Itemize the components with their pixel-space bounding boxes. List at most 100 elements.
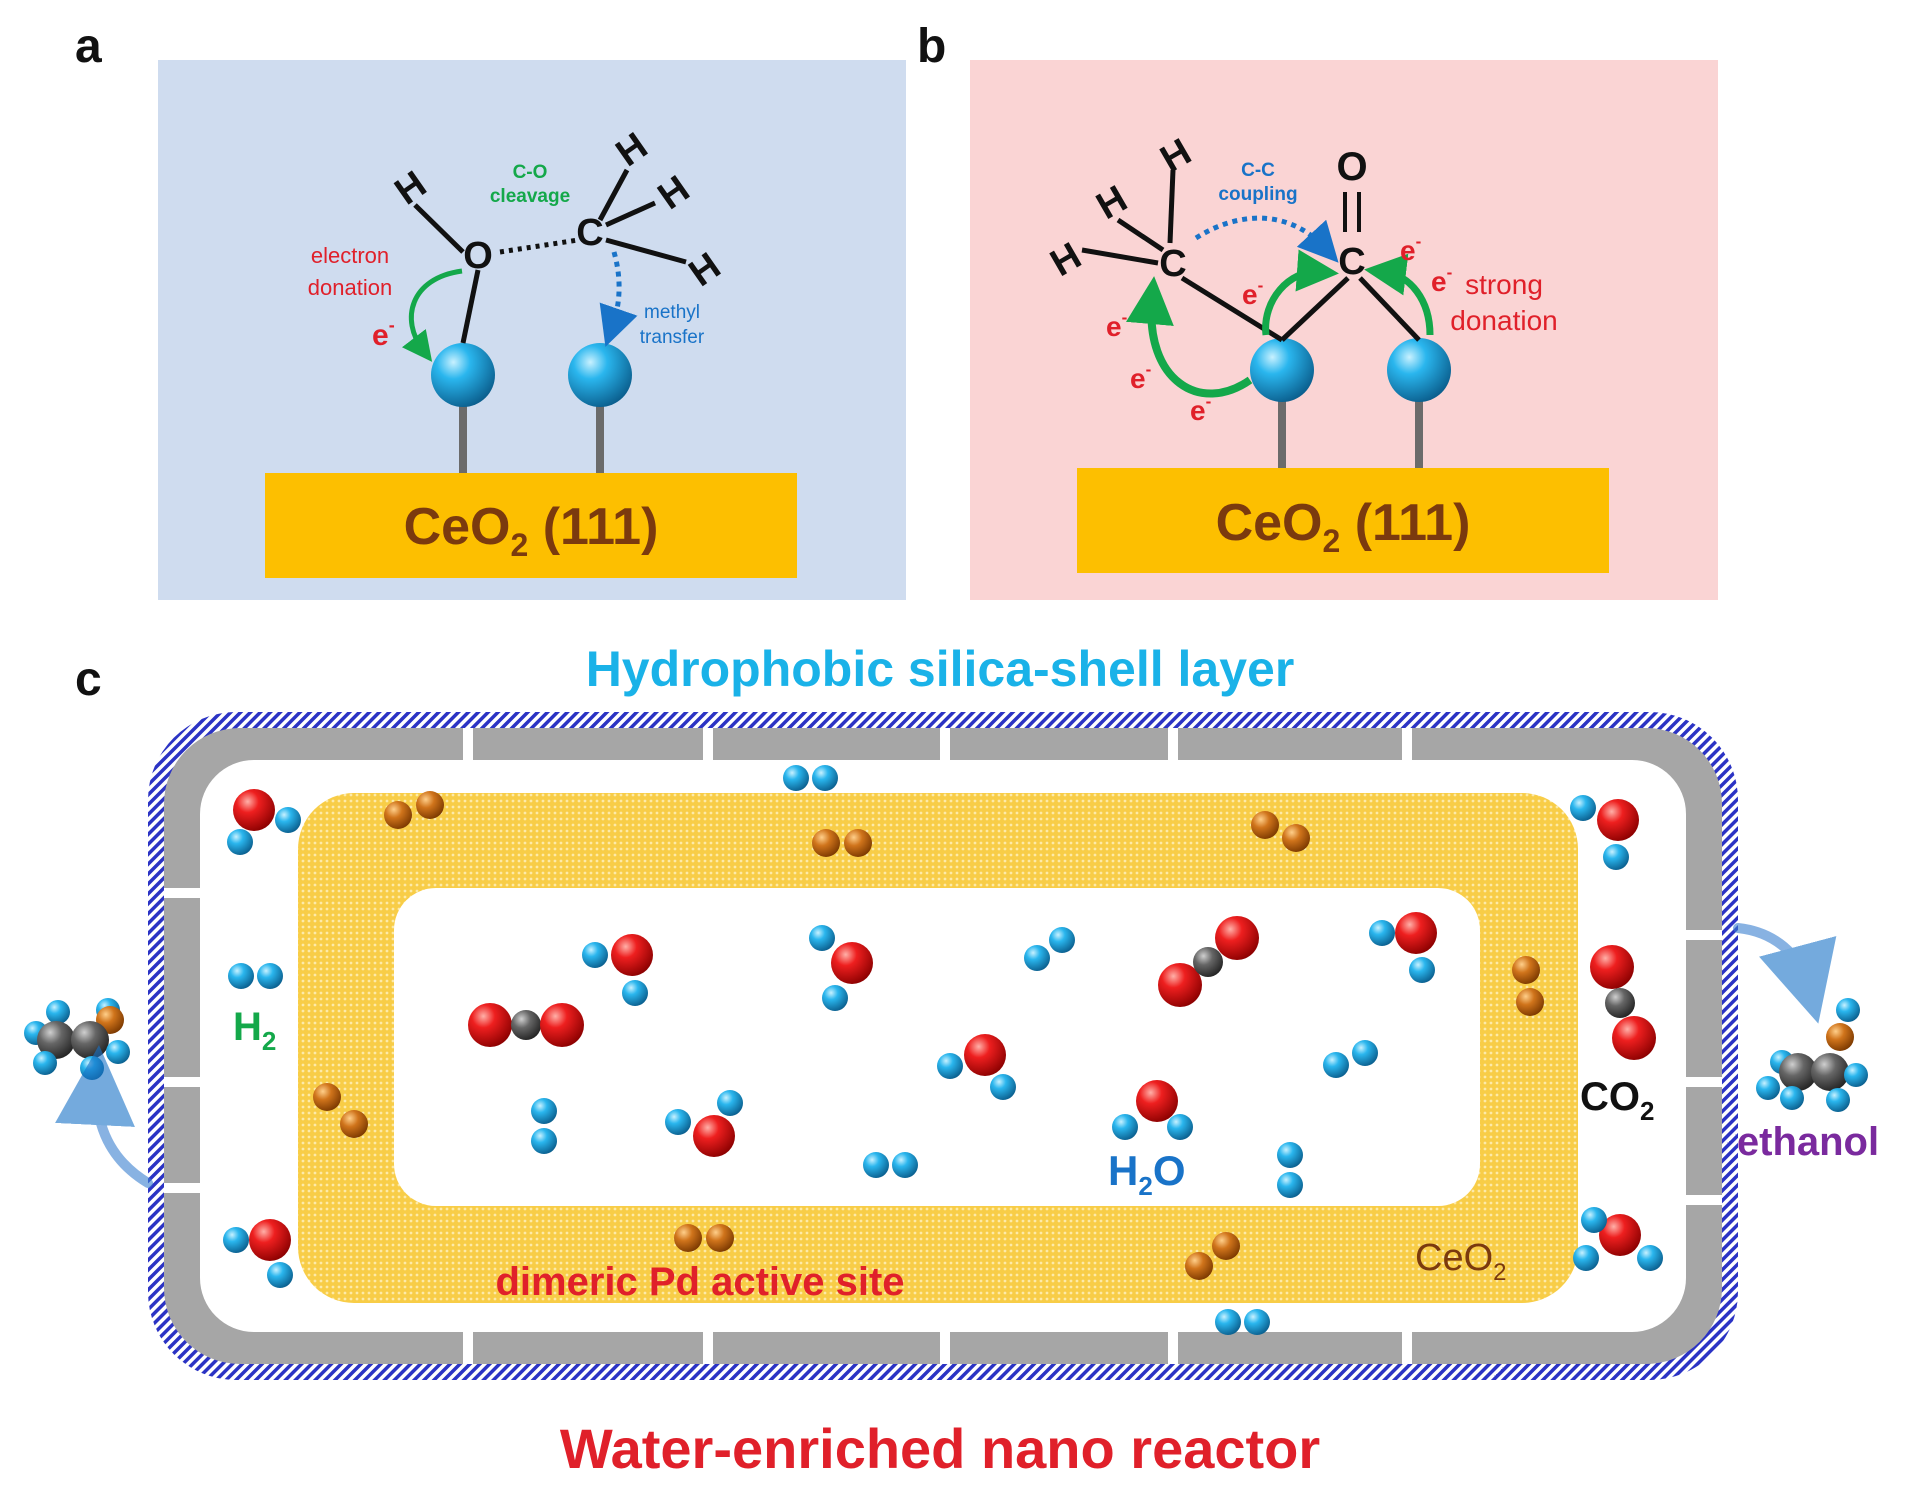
- h2o-label: H2O: [1108, 1147, 1185, 1201]
- pd-stem-left: [459, 375, 467, 477]
- strong-label-2: donation: [1450, 305, 1557, 336]
- h-atom: [937, 1053, 963, 1079]
- bond-o-h: [413, 203, 465, 254]
- atom-c-carbonyl: C: [1338, 241, 1365, 283]
- pd-atom: [1512, 956, 1540, 984]
- electron-label-4: e-: [1242, 276, 1263, 310]
- coupling-label-2: coupling: [1218, 184, 1297, 205]
- ethanol-molecule-left: [24, 998, 130, 1080]
- substrate-ceo2: [1077, 468, 1609, 573]
- pd-atom: [1251, 811, 1279, 839]
- h-atom: [257, 963, 283, 989]
- cc-coupling-arrow: [1194, 215, 1339, 263]
- h-atom: [812, 765, 838, 791]
- ethanol-out-arrow-right: [1733, 923, 1837, 1024]
- ethanol-label: ethanol: [1737, 1120, 1879, 1164]
- h-atom: [822, 985, 848, 1011]
- pore-top: [703, 728, 713, 760]
- pd-atom: [844, 829, 872, 857]
- electron-label-1: e-: [1106, 308, 1127, 342]
- o-atom: [1158, 963, 1202, 1007]
- c-atom: [511, 1010, 541, 1040]
- bond-c-h1: [597, 168, 630, 222]
- h-atom: [1369, 920, 1395, 946]
- electron-donation-arrow: [401, 268, 463, 362]
- shell-title: Hydrophobic silica-shell layer: [586, 641, 1295, 697]
- coupling-label-1: C-C: [1241, 160, 1275, 181]
- cleavage-label-2: cleavage: [490, 186, 570, 207]
- ethanol-out-arrow-left: [55, 1045, 153, 1188]
- o-atom: [1599, 1214, 1641, 1256]
- pd-atom: [384, 801, 412, 829]
- pd-atom: [1282, 824, 1310, 852]
- pd-dimers: [313, 791, 1544, 1280]
- h-atom: [1049, 927, 1075, 953]
- pd-atom-right: [568, 343, 632, 407]
- c-atom: [1605, 988, 1635, 1018]
- pd-stem-left: [1278, 370, 1286, 472]
- o-atom: [831, 942, 873, 984]
- pore-top: [463, 728, 473, 760]
- pore-left: [164, 888, 200, 898]
- h-atom: [1836, 998, 1860, 1022]
- pore-left: [164, 1077, 200, 1087]
- h-atom: [1277, 1172, 1303, 1198]
- co2-label: CO2: [1580, 1075, 1654, 1126]
- bond-o-pd: [460, 269, 481, 344]
- panel-letter-b: b: [917, 20, 946, 73]
- pd-atom-left: [1250, 338, 1314, 402]
- panel-c: c Hydrophobic silica-shell layer Water-e…: [24, 641, 1879, 1480]
- pd-atom: [340, 1110, 368, 1138]
- pd-atom: [674, 1224, 702, 1252]
- atom-o: O: [1336, 145, 1367, 189]
- h-atom: [1756, 1076, 1780, 1100]
- h-atom: [717, 1090, 743, 1116]
- pd-atom: [706, 1224, 734, 1252]
- h-atom: [809, 925, 835, 951]
- pd-atom: [1185, 1252, 1213, 1280]
- methyl-label-1: methyl: [644, 302, 700, 323]
- pore-bottom: [703, 1332, 713, 1364]
- h-atom: [622, 980, 648, 1006]
- bond-c-h2: [1116, 217, 1165, 253]
- pd-atom: [1212, 1232, 1240, 1260]
- h2o-molecules: [223, 789, 1663, 1288]
- h-atom: [531, 1098, 557, 1124]
- electron-label-5: e-: [1400, 232, 1421, 266]
- o-atom: [964, 1034, 1006, 1076]
- h-atom: [1581, 1207, 1607, 1233]
- h-atom: [46, 1000, 70, 1024]
- h-atom: [582, 942, 608, 968]
- h-atom: [223, 1227, 249, 1253]
- electron-label-6: e-: [1431, 263, 1452, 297]
- co2-molecules: [468, 916, 1656, 1060]
- h-atom: [665, 1109, 691, 1135]
- ethanol-molecule-right: [1756, 998, 1868, 1112]
- bond-c-h3: [1081, 247, 1159, 266]
- pore-top: [1168, 728, 1178, 760]
- bond-c-h1: [1167, 169, 1176, 244]
- h-atom: [1603, 844, 1629, 870]
- bond-c-h2: [604, 200, 657, 228]
- atom-c: C: [576, 212, 603, 254]
- h-atom: [1780, 1086, 1804, 1110]
- methyl-label-2: transfer: [640, 327, 705, 348]
- electron-arrow-methyl: [1126, 276, 1253, 398]
- reactor-caption: Water-enriched nano reactor: [560, 1417, 1320, 1480]
- pore-bottom: [463, 1332, 473, 1364]
- h2-label: H2: [233, 1005, 276, 1056]
- donation-label-1: electron: [311, 243, 389, 268]
- o-atom: [540, 1003, 584, 1047]
- substrate-label: CeO2 (111): [404, 498, 659, 563]
- pd-atom: [313, 1083, 341, 1111]
- o-atom: [1612, 1016, 1656, 1060]
- pore-right: [1686, 930, 1722, 940]
- h-atom: [1570, 795, 1596, 821]
- h-atom: [1573, 1245, 1599, 1271]
- o-atom: [611, 934, 653, 976]
- h-atom: [228, 963, 254, 989]
- pd-atom: [1516, 988, 1544, 1016]
- c-atom: [1811, 1053, 1849, 1091]
- h-atom: [1024, 945, 1050, 971]
